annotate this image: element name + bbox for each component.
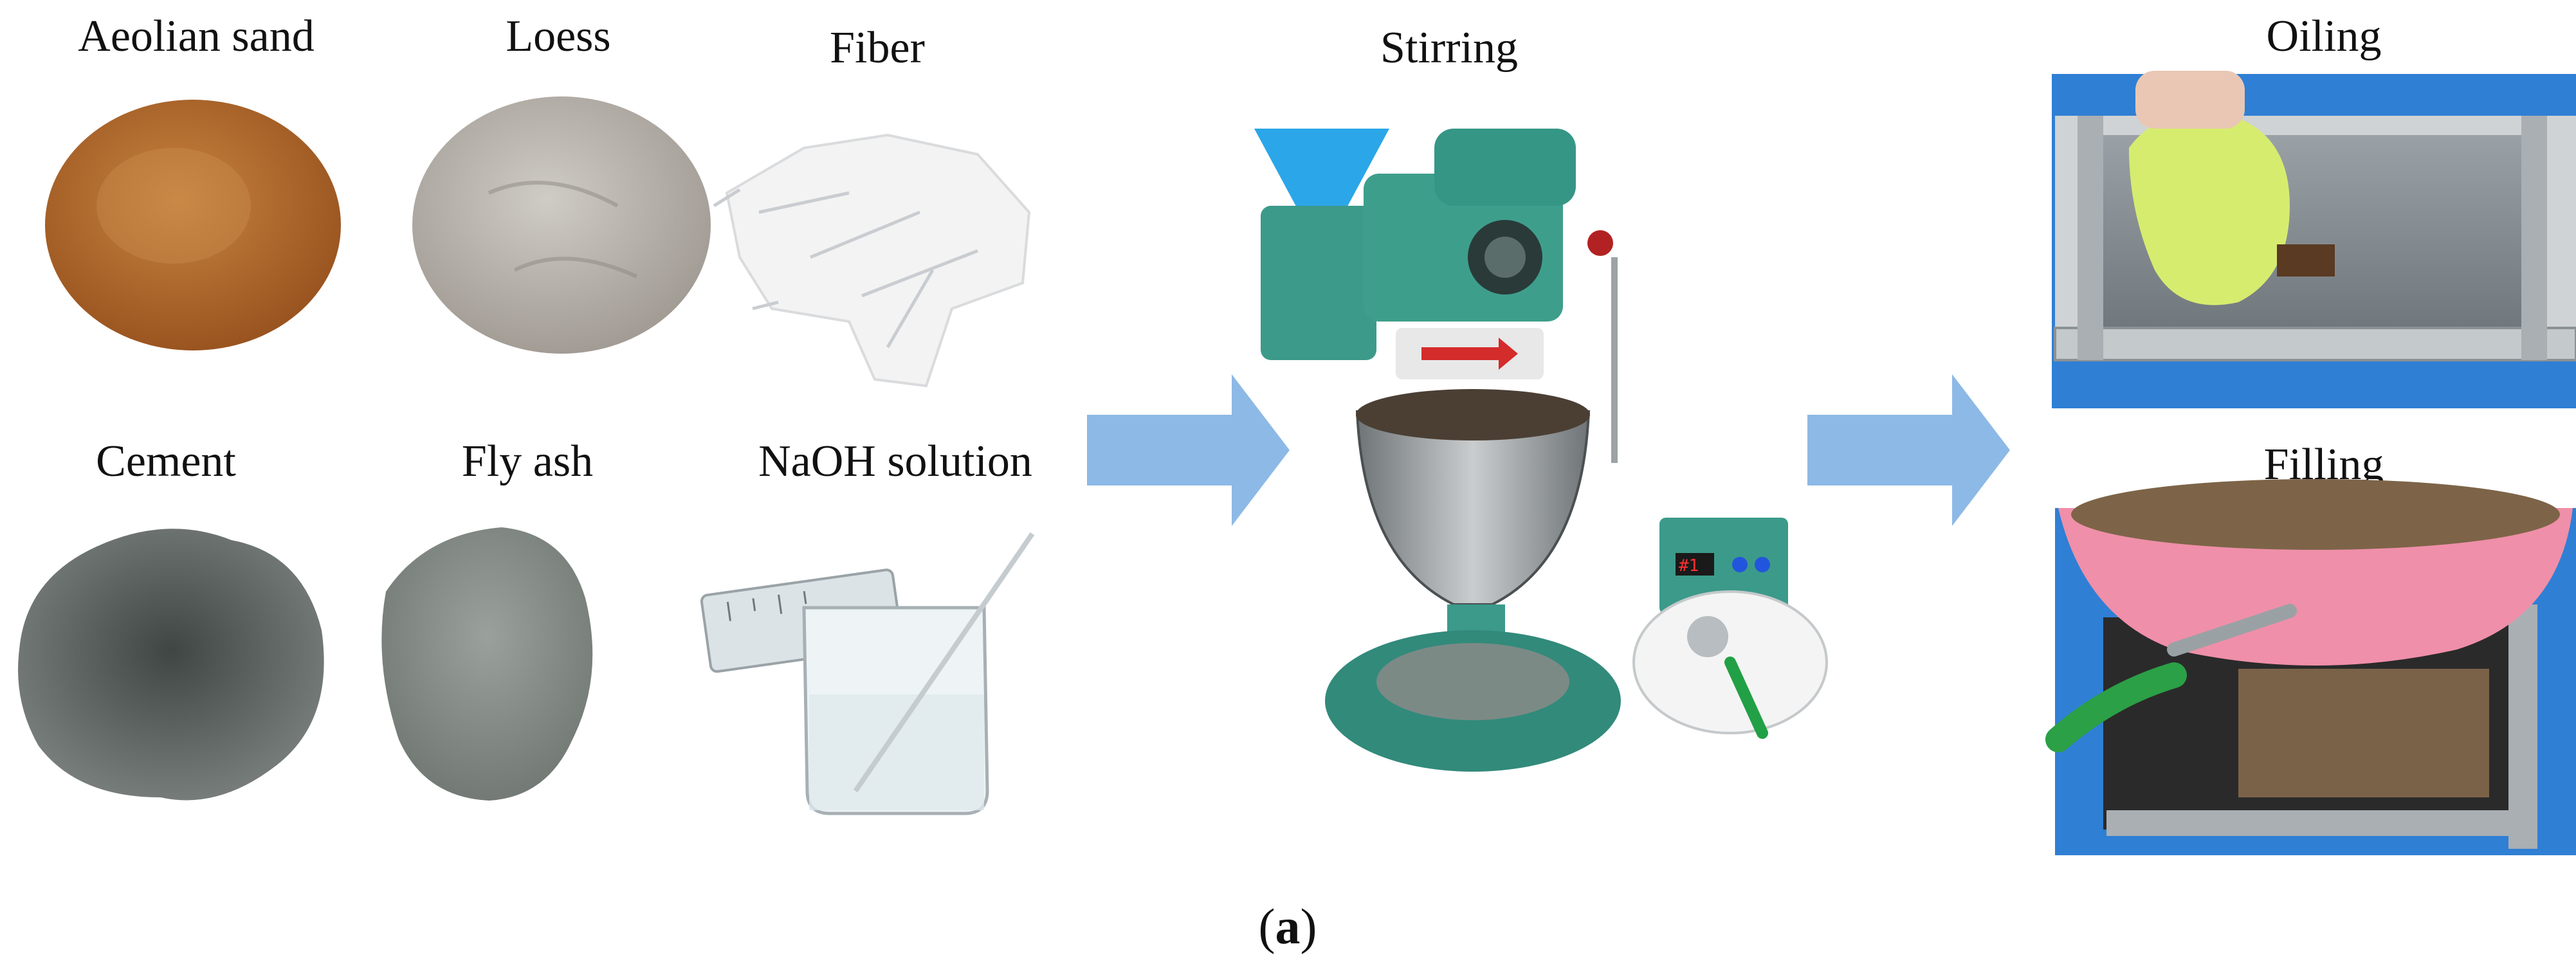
process-arrow-1	[1087, 374, 1290, 526]
label-oiling: Oiling	[2266, 12, 2382, 61]
label-fiber: Fiber	[830, 23, 925, 73]
label-stirring: Stirring	[1380, 23, 1518, 73]
fiber-photo	[713, 133, 1031, 388]
fly-ash-photo	[381, 527, 593, 801]
cement-photo	[18, 529, 324, 801]
label-loess: Loess	[506, 12, 611, 61]
svg-text:#1: #1	[1679, 556, 1699, 576]
stirring-mixer-photo: #1	[1254, 129, 1828, 772]
process-arrow-2	[1807, 374, 2010, 526]
filling-mold-photo	[2045, 479, 2576, 855]
label-naoh-solution: NaOH solution	[758, 437, 1032, 486]
oiling-mold-photo	[2052, 71, 2576, 408]
naoh-solution-photo	[700, 532, 1035, 815]
figure-caption: (a)	[1259, 902, 1317, 952]
caption-open-paren: (	[1258, 898, 1275, 954]
aeolian-sand-photo	[45, 100, 341, 350]
label-aeolian-sand: Aeolian sand	[78, 12, 315, 61]
caption-letter: a	[1275, 898, 1301, 954]
caption-close-paren: )	[1300, 898, 1317, 954]
loess-photo	[412, 96, 711, 354]
label-fly-ash: Fly ash	[461, 437, 594, 486]
label-cement: Cement	[96, 437, 236, 486]
